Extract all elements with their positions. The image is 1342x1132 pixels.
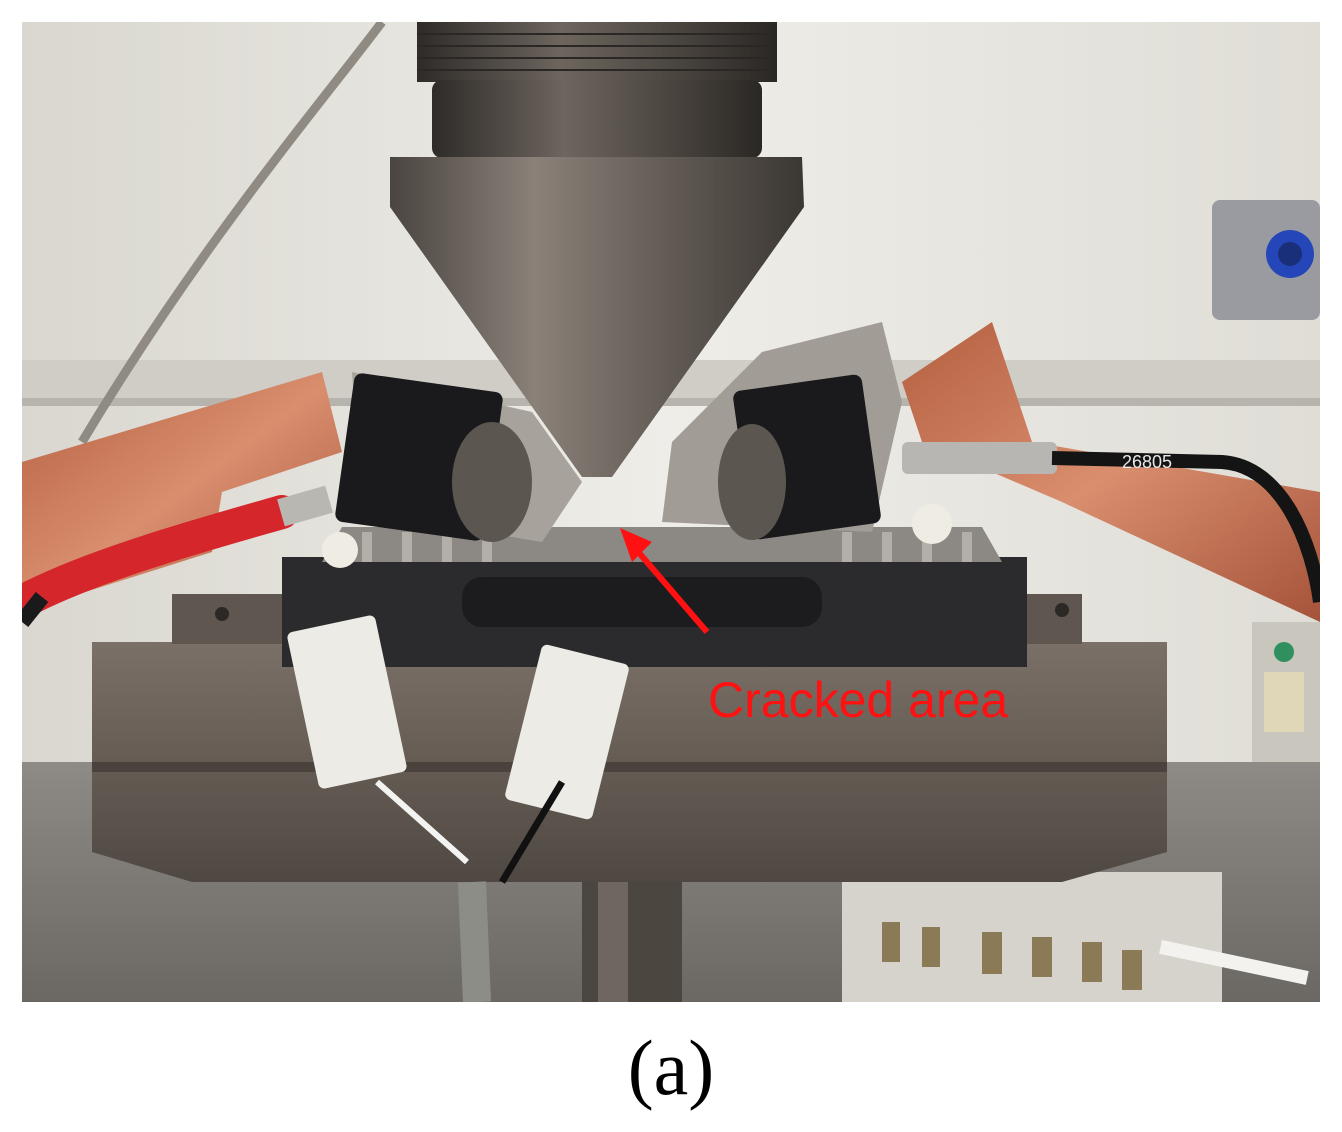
red-cable: [22, 495, 299, 614]
conical-indenter: [390, 157, 804, 477]
black-cable: [1051, 451, 1320, 603]
cracked-area-label: Cracked area: [708, 672, 1009, 728]
wall-socket: [1212, 200, 1320, 320]
copper-clip-right: [902, 322, 1320, 622]
connector-right: [902, 442, 1057, 474]
ram-thread: [417, 22, 777, 82]
terminal-connectors: [287, 615, 629, 1002]
cable-tag: 26805: [1122, 452, 1172, 472]
sensor-left: [335, 372, 582, 542]
grey-cable: [78, 22, 386, 445]
test-photo: 26805: [22, 22, 1320, 1002]
figure-caption: (a): [627, 1024, 715, 1111]
load-shaft: [582, 882, 682, 1002]
cracked-area-arrow: [620, 528, 710, 634]
ram-ring: [432, 80, 762, 158]
sensor-right: [662, 322, 902, 540]
